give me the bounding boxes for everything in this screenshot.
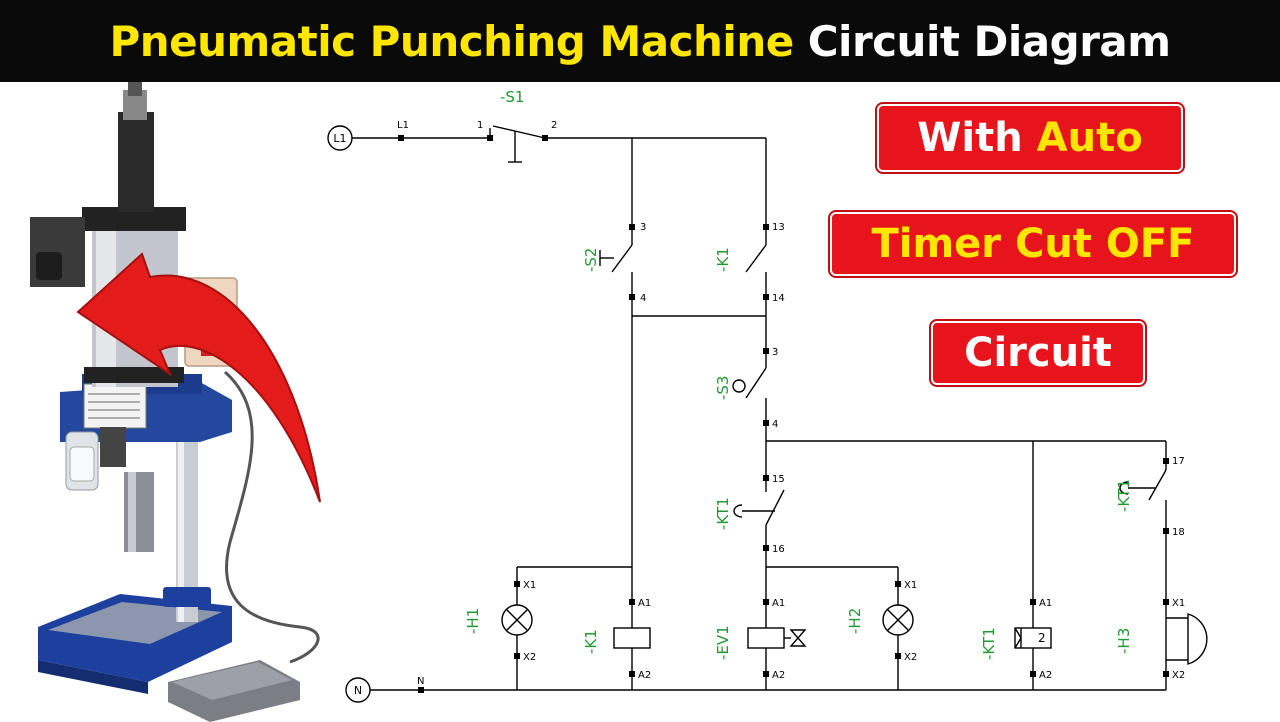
s1-terminal-1: 1 bbox=[477, 120, 483, 131]
s3-label: -S3 bbox=[714, 376, 732, 400]
n-terminal: N bbox=[417, 676, 424, 687]
h3-terminal-1: X1 bbox=[1172, 598, 1185, 609]
badge-circuit: Circuit bbox=[931, 321, 1145, 385]
ev1-label: -EV1 bbox=[714, 625, 732, 660]
ev1-terminal-1: A1 bbox=[772, 598, 785, 609]
h3-terminal-2: X2 bbox=[1172, 670, 1185, 681]
kt1-coil-label: -KT1 bbox=[980, 627, 998, 660]
badge-with-text: With bbox=[917, 115, 1037, 161]
s1-terminal-2: 2 bbox=[551, 120, 557, 131]
s2-terminal-1: 3 bbox=[640, 222, 646, 233]
s3-terminal-2: 4 bbox=[772, 419, 778, 430]
kt1-coil-mark: 2 bbox=[1038, 631, 1046, 645]
s2-terminal-2: 4 bbox=[640, 293, 646, 304]
h1-label: -H1 bbox=[464, 608, 482, 634]
badge-circuit-text: Circuit bbox=[964, 330, 1112, 376]
title-bar: Pneumatic Punching Machine Circuit Diagr… bbox=[0, 0, 1280, 82]
n-circle-label: N bbox=[354, 684, 362, 697]
s2-label: -S2 bbox=[582, 248, 600, 272]
machine-label-plate bbox=[83, 383, 147, 429]
title-yellow: Pneumatic Punching Machine bbox=[109, 16, 794, 66]
h3-label: -H3 bbox=[1115, 628, 1133, 654]
l1-terminal: L1 bbox=[397, 120, 409, 131]
h2-terminal-2: X2 bbox=[904, 652, 917, 663]
h2-terminal-1: X1 bbox=[904, 580, 917, 591]
kt1-no-terminal-2: 18 bbox=[1172, 527, 1185, 538]
title-white: Circuit Diagram bbox=[807, 16, 1171, 66]
k1-coil-terminal-1: A1 bbox=[638, 598, 651, 609]
kt1-no-label: -KT1 bbox=[1115, 479, 1133, 512]
badge-auto-text: Auto bbox=[1036, 115, 1143, 161]
pedal-cable bbox=[224, 370, 320, 664]
red-curved-arrow bbox=[76, 252, 321, 503]
kt1-coil-terminal-2: A2 bbox=[1039, 670, 1052, 681]
s3-terminal-1: 3 bbox=[772, 347, 778, 358]
kt1-nc-terminal-1: 15 bbox=[772, 474, 785, 485]
k1-contact-label: -K1 bbox=[714, 247, 732, 272]
k1-contact-terminal-2: 14 bbox=[772, 293, 785, 304]
ev1-terminal-2: A2 bbox=[772, 670, 785, 681]
badge-timer-cut-off: Timer Cut OFF bbox=[830, 212, 1236, 276]
k1-contact-terminal-1: 13 bbox=[772, 222, 785, 233]
k1-coil-terminal-2: A2 bbox=[638, 670, 651, 681]
k1-coil-label: -K1 bbox=[582, 629, 600, 654]
machine-illustration bbox=[30, 82, 321, 722]
badge-with-auto: With Auto bbox=[877, 104, 1183, 172]
h1-terminal-2: X2 bbox=[523, 652, 536, 663]
kt1-no-terminal-1: 17 bbox=[1172, 456, 1185, 467]
h1-terminal-1: X1 bbox=[523, 580, 536, 591]
badge-timer-text: Timer Cut OFF bbox=[871, 221, 1195, 267]
h2-label: -H2 bbox=[846, 608, 864, 634]
top-rod bbox=[118, 112, 154, 212]
kt1-nc-terminal-2: 16 bbox=[772, 544, 785, 555]
kt1-nc-label: -KT1 bbox=[714, 497, 732, 530]
s1-label: -S1 bbox=[500, 88, 524, 106]
kt1-coil-terminal-1: A1 bbox=[1039, 598, 1052, 609]
